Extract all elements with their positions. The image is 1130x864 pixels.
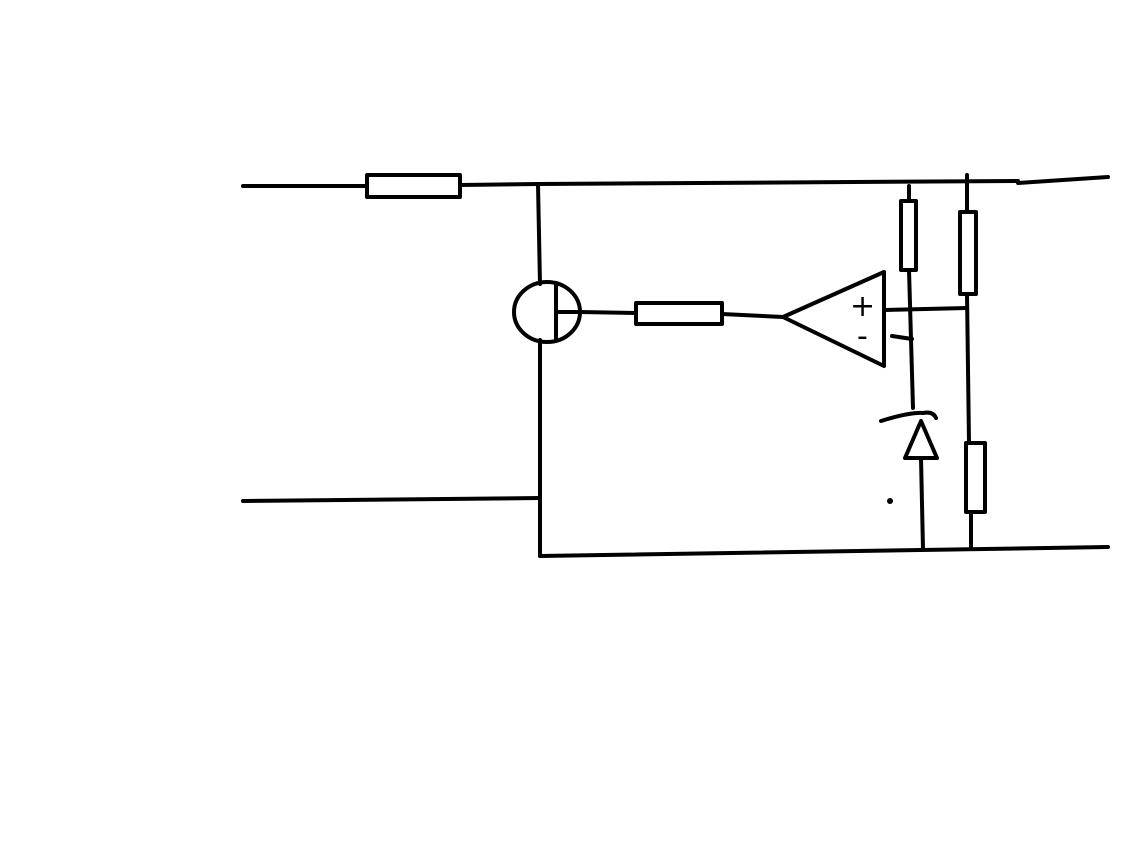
transistor — [512, 280, 582, 344]
bottom-rail — [538, 545, 1110, 558]
crossover-arc — [879, 410, 938, 423]
feedback-vertical — [907, 268, 915, 410]
divider-upper-resistor — [958, 210, 978, 296]
opamp-input-resistor — [634, 301, 724, 326]
top-rail-switch-tail — [1016, 175, 1110, 185]
bottom-input-wire — [241, 496, 542, 503]
rails — [536, 175, 1110, 558]
diode-lead-bottom — [919, 456, 925, 551]
input-wires — [241, 182, 542, 503]
base-wire — [578, 310, 638, 315]
top-input-wire-right — [458, 182, 540, 187]
right-network-wires — [879, 173, 973, 551]
op-amp-body — [781, 270, 886, 368]
divider-mid-vertical — [965, 292, 971, 445]
input-resistor — [365, 173, 462, 199]
op-amp-minus-label: - — [857, 319, 868, 354]
plus-input-wire — [882, 306, 969, 312]
op-amp: + - — [781, 270, 886, 368]
minus-input-wire — [890, 334, 914, 341]
diode — [903, 419, 939, 460]
top-rail — [536, 179, 1020, 186]
left-vertical-upper — [536, 182, 542, 286]
opamp-input-path — [578, 310, 785, 319]
feedback-resistor — [899, 199, 918, 272]
resistor-to-opamp-wire — [720, 312, 785, 319]
op-amp-plus-label: + — [850, 289, 875, 324]
divider-lower-resistor — [964, 441, 987, 514]
stray-dot — [887, 498, 893, 504]
